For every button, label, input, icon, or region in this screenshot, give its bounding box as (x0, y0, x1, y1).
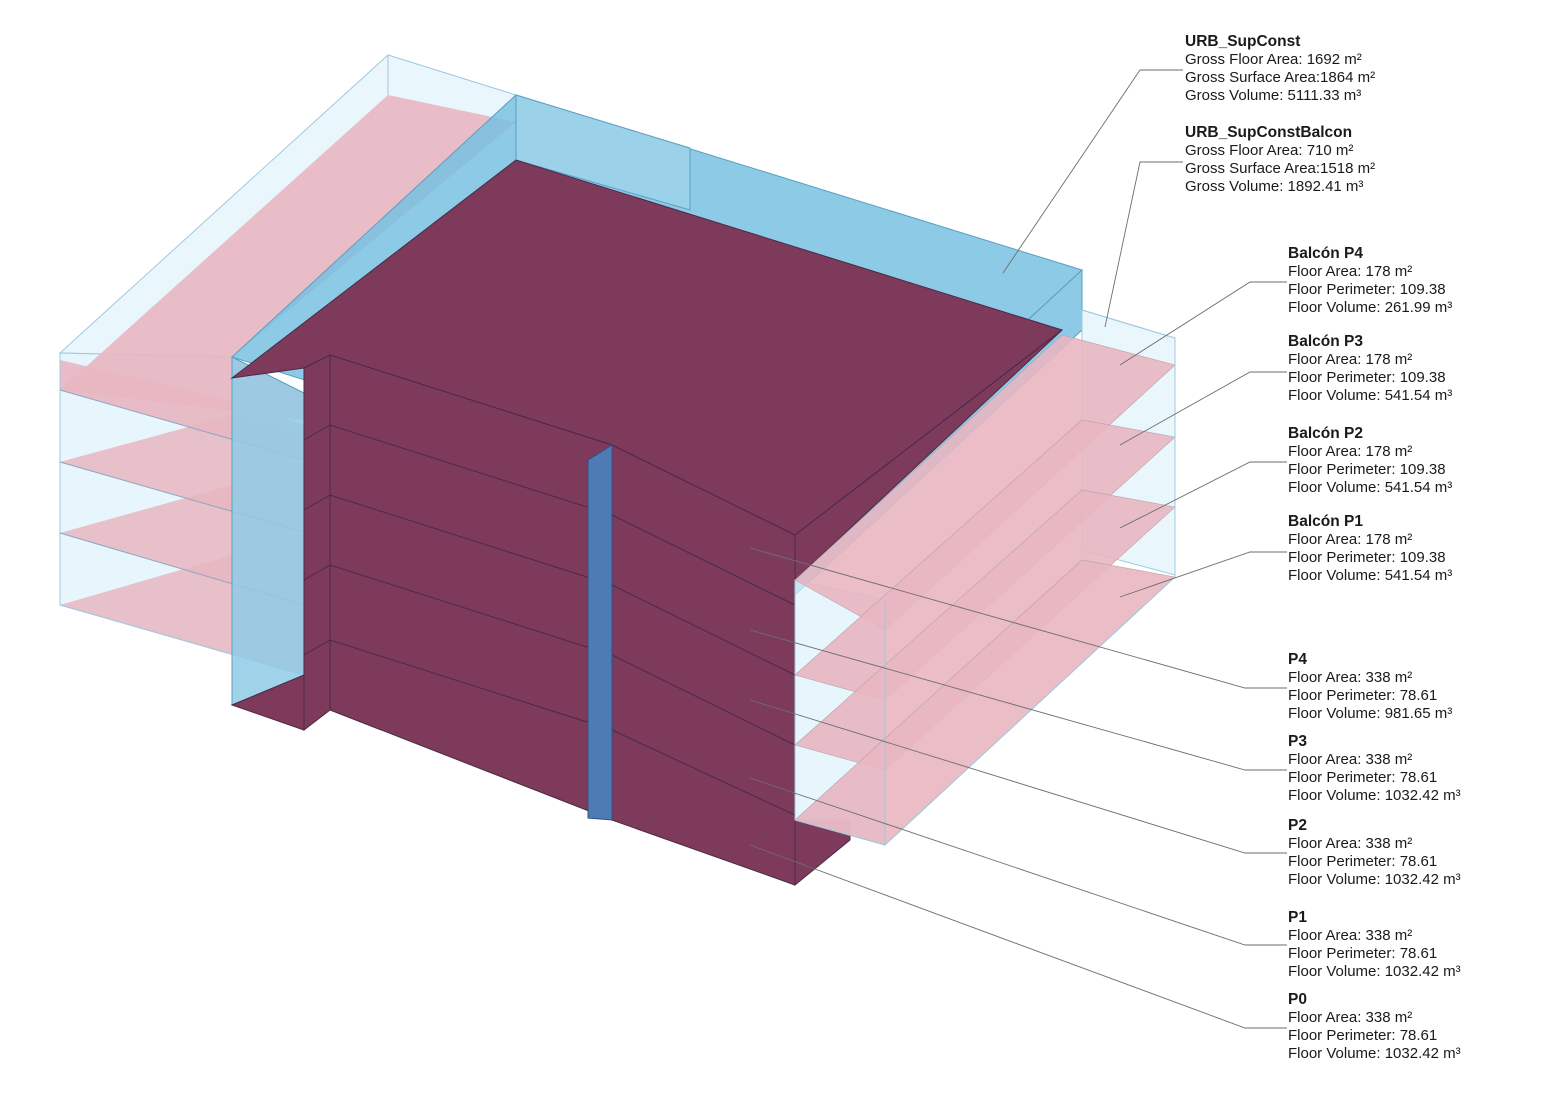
label-title: P1 (1288, 909, 1307, 926)
label-line: Floor Area: 178 m² (1288, 443, 1413, 460)
leader-balcon-p2 (1119, 461, 1287, 529)
label-line: Floor Volume: 261.99 m³ (1288, 299, 1453, 316)
leader-p0 (749, 844, 1287, 1029)
label-line: Floor Volume: 1032.42 m³ (1288, 787, 1461, 804)
label-line: Gross Volume: 1892.41 m³ (1185, 178, 1364, 195)
floor-line-p3 (303, 494, 796, 676)
label-p2: P2 Floor Area: 338 m² Floor Perimeter: 7… (1288, 816, 1461, 889)
label-line: Floor Volume: 541.54 m³ (1288, 387, 1453, 404)
leader-balcon-p1 (1119, 551, 1287, 598)
floor-line-p2 (303, 564, 796, 746)
label-line: Floor Perimeter: 78.61 (1288, 1027, 1438, 1044)
label-urb-supconst: URB_SupConst Gross Floor Area: 1692 m² G… (1185, 32, 1375, 105)
floor-lines (303, 424, 796, 816)
label-line: Floor Area: 178 m² (1288, 263, 1413, 280)
blue-stair-strip (587, 444, 613, 821)
label-title: Balcón P1 (1288, 513, 1363, 530)
right-balcony-volume (794, 309, 1176, 846)
label-line: Floor Area: 178 m² (1288, 531, 1413, 548)
leader-p4 (749, 547, 1287, 689)
label-line: Floor Perimeter: 78.61 (1288, 687, 1438, 704)
label-line: Gross Floor Area: 710 m² (1185, 142, 1354, 159)
label-line: Floor Area: 338 m² (1288, 835, 1413, 852)
label-title: P3 (1288, 733, 1307, 750)
label-title: Balcón P2 (1288, 425, 1363, 442)
label-line: Gross Floor Area: 1692 m² (1185, 51, 1362, 68)
label-balcon-p1: Balcón P1 Floor Area: 178 m² Floor Perim… (1288, 512, 1452, 585)
label-balcon-p2: Balcón P2 Floor Area: 178 m² Floor Perim… (1288, 424, 1452, 497)
leader-urb-supconst (1002, 69, 1183, 274)
label-line: Gross Surface Area:1864 m² (1185, 69, 1376, 86)
label-urb-supconstbalcon: URB_SupConstBalcon Gross Floor Area: 710… (1185, 123, 1375, 196)
main-building-front-left (303, 354, 331, 732)
floor-line-p1 (303, 639, 796, 816)
label-line: Floor Volume: 981.65 m³ (1288, 705, 1453, 722)
label-p3: P3 Floor Area: 338 m² Floor Perimeter: 7… (1288, 732, 1461, 805)
label-title: Balcón P3 (1288, 333, 1363, 350)
label-line: Floor Volume: 1032.42 m³ (1288, 1045, 1461, 1062)
label-p1: P1 Floor Area: 338 m² Floor Perimeter: 7… (1288, 908, 1461, 981)
leader-balcon-p3 (1119, 371, 1287, 446)
label-line: Floor Volume: 1032.42 m³ (1288, 963, 1461, 980)
label-line: Floor Volume: 1032.42 m³ (1288, 871, 1461, 888)
label-line: Floor Area: 178 m² (1288, 351, 1413, 368)
left-balcony-volume (58, 54, 517, 676)
main-building-base-left (230, 674, 305, 731)
label-title: Balcón P4 (1288, 245, 1363, 262)
label-line: Floor Perimeter: 109.38 (1288, 461, 1446, 478)
label-balcon-p3: Balcón P3 Floor Area: 178 m² Floor Perim… (1288, 332, 1452, 405)
left-slab-roof (60, 95, 516, 420)
leader-lines (749, 69, 1287, 1029)
label-line: Floor Area: 338 m² (1288, 751, 1413, 768)
label-line: Floor Volume: 541.54 m³ (1288, 567, 1453, 584)
label-title: P0 (1288, 991, 1307, 1008)
label-line: Floor Area: 338 m² (1288, 927, 1413, 944)
left-balcony-outline (59, 353, 305, 676)
label-p0: P0 Floor Area: 338 m² Floor Perimeter: 7… (1288, 990, 1461, 1063)
label-line: Floor Perimeter: 78.61 (1288, 853, 1438, 870)
label-title: P2 (1288, 817, 1307, 834)
label-line: Floor Perimeter: 78.61 (1288, 769, 1438, 786)
label-p4: P4 Floor Area: 338 m² Floor Perimeter: 7… (1288, 650, 1452, 723)
blue-core-notch (515, 94, 691, 211)
floor-line-p4 (303, 424, 796, 606)
label-title: P4 (1288, 651, 1307, 668)
label-line: Floor Perimeter: 78.61 (1288, 945, 1438, 962)
label-title: URB_SupConstBalcon (1185, 124, 1353, 141)
leader-p1 (749, 777, 1287, 946)
leader-balcon-p4 (1119, 281, 1287, 366)
blue-core-left-face (231, 356, 305, 706)
label-line: Floor Volume: 541.54 m³ (1288, 479, 1453, 496)
label-line: Floor Perimeter: 109.38 (1288, 281, 1446, 298)
label-line: Gross Surface Area:1518 m² (1185, 160, 1376, 177)
label-line: Gross Volume: 5111.33 m³ (1185, 87, 1362, 104)
label-balcon-p4: Balcón P4 Floor Area: 178 m² Floor Perim… (1288, 244, 1452, 317)
leader-p2 (749, 699, 1287, 854)
right-balcony-outline (794, 309, 1176, 846)
label-line: Floor Perimeter: 109.38 (1288, 549, 1446, 566)
label-title: URB_SupConst (1185, 33, 1301, 50)
label-line: Floor Area: 338 m² (1288, 669, 1413, 686)
leader-urb-supconstbalcon (1104, 161, 1183, 328)
leader-p3 (749, 629, 1287, 771)
label-line: Floor Perimeter: 109.38 (1288, 369, 1446, 386)
label-line: Floor Area: 338 m² (1288, 1009, 1413, 1026)
main-building-volume (230, 159, 1064, 887)
